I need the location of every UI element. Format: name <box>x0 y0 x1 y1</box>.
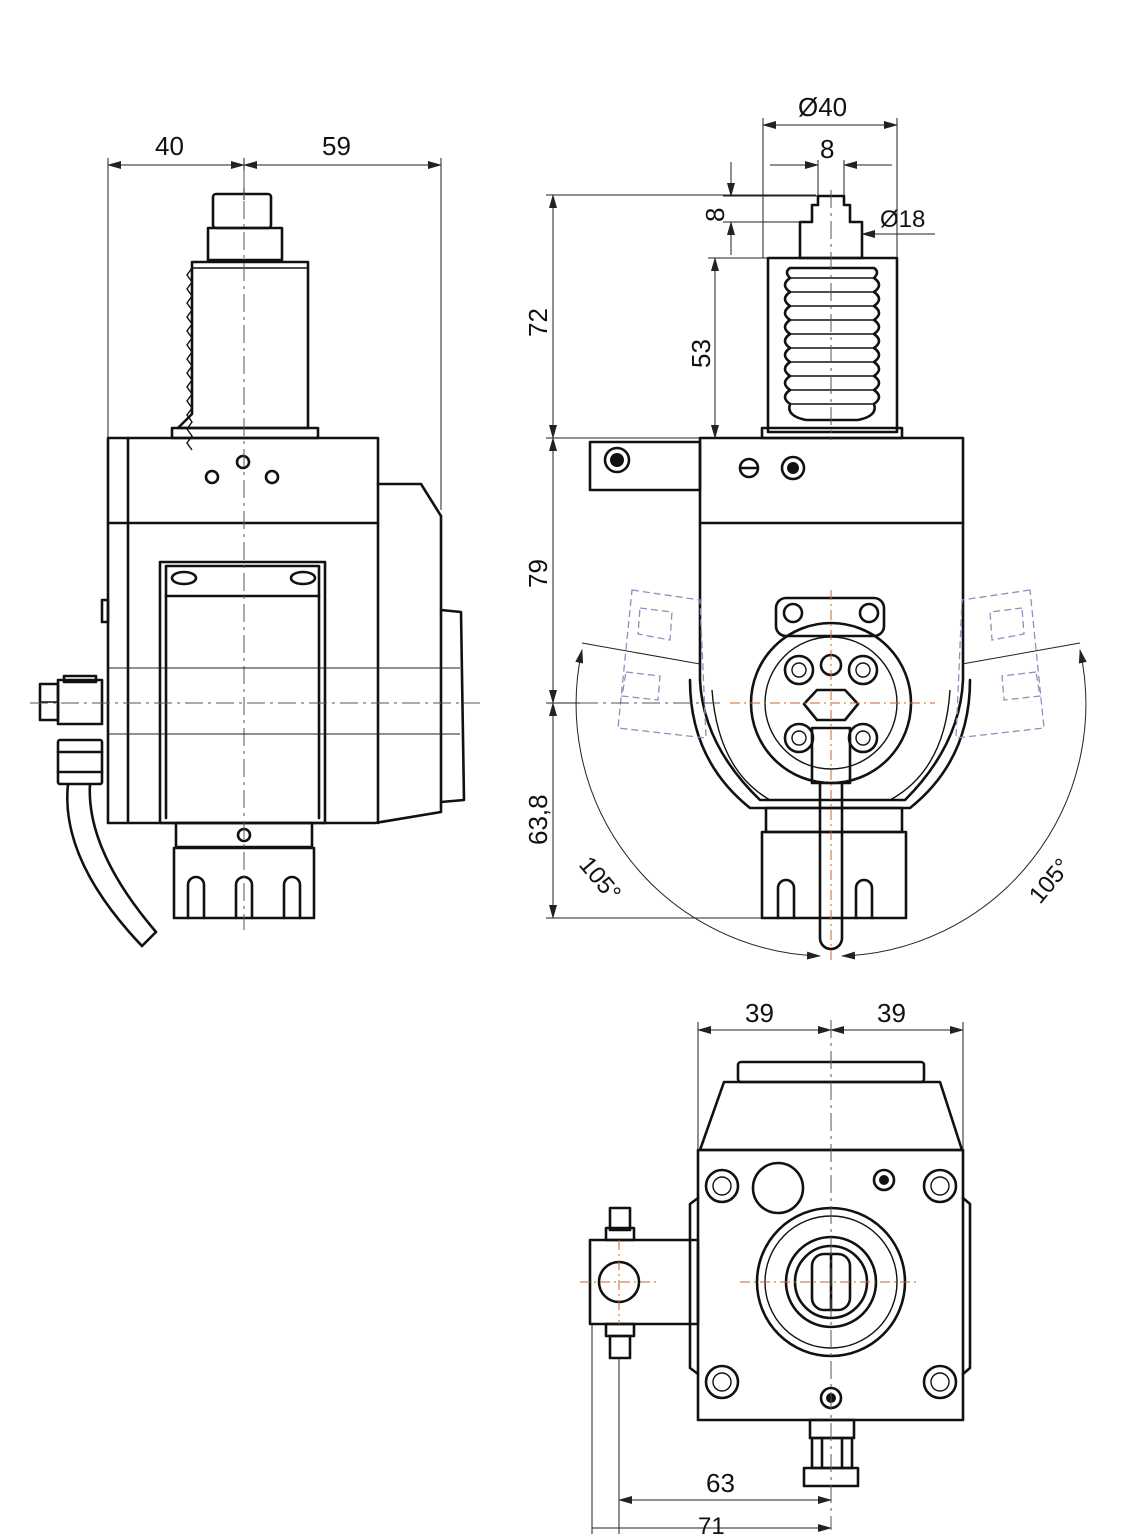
dim-key-height: 8 <box>700 208 730 222</box>
dim-shaft-width: 8 <box>820 134 834 164</box>
dim-diameter-outer: Ø40 <box>798 92 847 122</box>
drive-key <box>211 192 273 230</box>
clamp-arm <box>588 440 702 492</box>
dim-bottom-right: 39 <box>877 998 906 1028</box>
bottom-view: 39 39 <box>580 998 972 1534</box>
dim-clamp-offset-2: 71 <box>698 1513 725 1534</box>
front-shank <box>766 256 899 434</box>
dim-shank-height: 53 <box>686 339 716 368</box>
side-view: 40 59 <box>30 131 480 948</box>
housing <box>106 436 443 825</box>
front-view: Ø40 8 8 Ø18 72 79 63,8 53 <box>523 92 1087 960</box>
dim-upper-height: 72 <box>523 308 553 337</box>
collet-nut <box>172 846 316 920</box>
front-collet-nut <box>760 830 908 920</box>
dim-clamp-offset-1: 63 <box>706 1468 735 1498</box>
side-window <box>158 560 327 825</box>
shank <box>176 260 310 430</box>
dim-bottom-left: 39 <box>745 998 774 1028</box>
dim-body-height: 79 <box>523 559 553 588</box>
dim-diameter-inner: Ø18 <box>880 206 925 233</box>
coolant-fitting <box>38 674 158 948</box>
dim-angle-right: 105° <box>1024 853 1077 908</box>
dim-angle-left: 105° <box>573 852 626 907</box>
dim-side-left: 40 <box>155 131 184 161</box>
dim-side-right: 59 <box>322 131 351 161</box>
dim-lower-height: 63,8 <box>523 794 553 845</box>
